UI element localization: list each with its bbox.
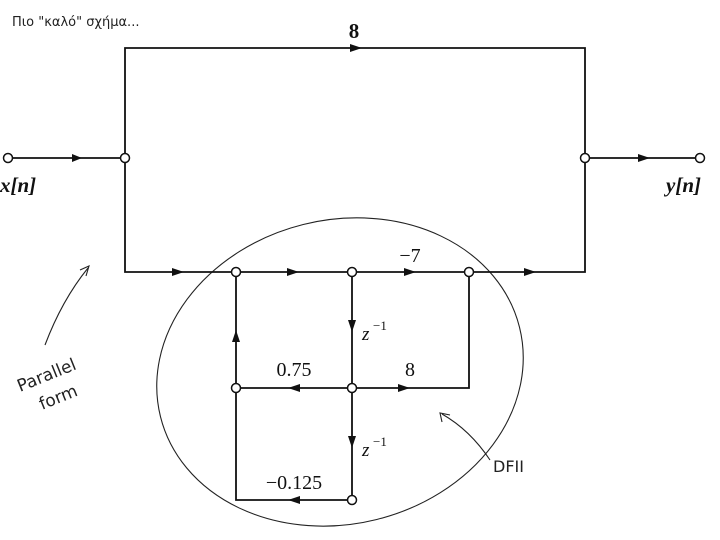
handwritten-parallel-label: Parallel form	[14, 355, 80, 415]
handwritten-dfii-label: DFII	[493, 457, 524, 476]
dfii-pointer-arrow	[441, 413, 491, 461]
feedforward-1-wire	[352, 272, 470, 389]
delay-2-exponent: −1	[373, 434, 387, 449]
node-input	[2, 152, 14, 164]
delay-1-exponent: −1	[373, 318, 387, 333]
gain-feedback-2: −0.125	[266, 472, 322, 494]
gain-feedback-1: 0.75	[277, 359, 312, 381]
delay-label-1: z −1	[361, 318, 387, 345]
nodes	[2, 152, 706, 506]
arrow-filter-entry	[172, 268, 184, 276]
direct-path-wire	[124, 47, 586, 158]
gain-direct-path: 8	[349, 19, 360, 43]
node-w1	[346, 382, 358, 394]
arrow-feedback-1	[288, 384, 300, 392]
node-fb-sum	[230, 382, 242, 394]
parallel-pointer-arrow	[44, 267, 89, 346]
parallel-pointer-arrowhead	[79, 265, 90, 277]
delay-1-base: z	[361, 324, 370, 345]
node-ff-sum	[463, 266, 475, 278]
arrow-feedback-up	[232, 330, 240, 342]
arrow-ff-top	[404, 268, 416, 276]
gain-feedforward-top: −7	[399, 245, 420, 267]
dfii-enclosure-circle	[156, 217, 524, 527]
arrowheads	[72, 44, 650, 504]
delay-label-2: z −1	[361, 434, 387, 461]
node-input-sum	[230, 266, 242, 278]
arrow-delay-1	[348, 320, 356, 332]
arrow-direct-gain	[350, 44, 362, 52]
node-w2	[346, 494, 358, 506]
input-signal-label: x[n]	[0, 173, 36, 197]
delay-2-base: z	[361, 440, 370, 461]
arrow-feedback-2	[288, 496, 300, 504]
arrow-sum-out	[524, 268, 536, 276]
arrow-w0	[287, 268, 299, 276]
node-output	[694, 152, 706, 164]
node-w0	[346, 266, 358, 278]
arrow-delay-2	[348, 436, 356, 448]
dfii-pointer-arrowhead	[439, 412, 451, 423]
arrow-output	[638, 154, 650, 162]
output-signal-label: y[n]	[663, 173, 701, 197]
arrow-input	[72, 154, 82, 162]
handwritten-top-note: Πιο "καλό" σχήμα...	[12, 15, 139, 30]
node-output-sum	[579, 152, 591, 164]
gain-feedforward-1: 8	[405, 359, 415, 381]
feedback-2-wire	[235, 272, 352, 501]
filter-path-wire	[124, 158, 586, 273]
node-split	[119, 152, 131, 164]
arrow-feedforward-1	[398, 384, 410, 392]
